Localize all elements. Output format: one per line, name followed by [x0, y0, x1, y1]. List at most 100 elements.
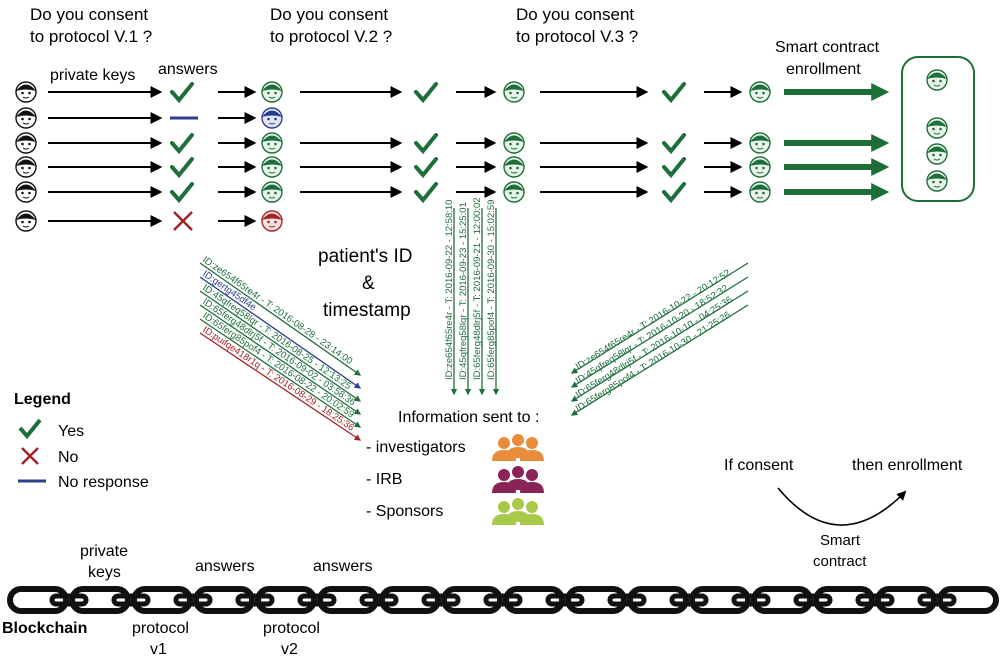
enrolled-patient-icon [926, 170, 948, 192]
chain-link [875, 586, 937, 614]
chain-link [503, 586, 565, 614]
check-icon [170, 157, 194, 179]
recipient-label: - investigators [366, 439, 466, 456]
chain-connector [49, 593, 89, 607]
timestamp-v3-arrow [570, 262, 749, 374]
enrolled-patients [926, 69, 948, 192]
people-group-icon [492, 498, 544, 525]
chain-label-keys: keys [88, 564, 121, 581]
patient-id-label-line3: timestamp [323, 300, 411, 321]
check-icon [170, 182, 194, 204]
patient-response-icon [261, 81, 283, 103]
patient-v3-icon [749, 156, 771, 178]
chain-link [7, 586, 69, 614]
chain-link [937, 586, 999, 614]
chain-connector [607, 593, 647, 607]
timestamp-v2-label: ID:45qfreq58lqr - T: 2016-09-23 - 15:25:… [458, 202, 469, 380]
enrolled-patient-icon [926, 117, 948, 139]
question-v3-line1: Do you consent [516, 5, 634, 24]
check-icon [662, 82, 686, 104]
chain-link [193, 586, 255, 614]
timestamps-v1: ID:ze654f65re4r - T: 2016-08-28 - 23:14:… [199, 254, 362, 441]
chain-link [689, 586, 751, 614]
patient-id-label-line1: patient's ID [318, 246, 412, 267]
private-keys-label: private keys [50, 67, 135, 84]
chain-connector [359, 593, 399, 607]
chain-connector [297, 593, 337, 607]
blockchain-chain [7, 586, 999, 614]
people-group-icon [492, 466, 544, 493]
smart-contract-arrow [777, 487, 907, 526]
question-v2-line1: Do you consent [270, 5, 388, 24]
patient-v2-icon [503, 181, 525, 203]
chain-link [813, 586, 875, 614]
enrollment-box [901, 56, 975, 202]
timestamp-v3-arrow [570, 276, 749, 388]
timestamp-v1-arrow [199, 318, 362, 428]
question-v2-line2: to protocol V.2 ? [270, 27, 392, 46]
timestamp-v1-arrow [199, 262, 362, 376]
chain-link [441, 586, 503, 614]
enrolled-patient-icon [926, 143, 948, 165]
smart-contract-label-line1: Smart contract [775, 39, 880, 56]
chain-label-private: private [80, 543, 128, 560]
patient-icon [15, 181, 37, 203]
patient-v2-icon [503, 156, 525, 178]
check-icon [414, 157, 438, 179]
answers-label: answers [158, 61, 218, 78]
timestamps-v2: ID:ze654f65re4r - T: 2016-09-22 - 12:58:… [444, 197, 500, 396]
patient-v2-icon [503, 132, 525, 154]
question-v1-line2: to protocol V.1 ? [30, 27, 152, 46]
chain-connector [917, 593, 957, 607]
chain-label-protocol-2: protocol [263, 620, 320, 637]
timestamp-v1-label: ID:65ferg85pof4 - T: 2016-08-22 - 20:02:… [200, 310, 356, 420]
chain-connector [855, 593, 895, 607]
patient-v2-icon [503, 81, 525, 103]
people-group-icon [492, 434, 544, 461]
legend-item-yes: Yes [18, 418, 84, 440]
then-enrollment-label: then enrollment [852, 457, 963, 474]
patient-v3-icon [749, 181, 771, 203]
legend-label-yes: Yes [58, 423, 84, 440]
question-v3-line2: to protocol V.3 ? [516, 27, 638, 46]
timestamp-v1-arrow [199, 290, 362, 402]
chain-connector [483, 593, 523, 607]
chain-link [69, 586, 131, 614]
chain-connector [421, 593, 461, 607]
chain-connector [111, 593, 151, 607]
patient-id-label-line2: & [362, 273, 375, 294]
chain-link [751, 586, 813, 614]
check-icon [170, 133, 194, 155]
patient-v3-icon [749, 81, 771, 103]
patient-response-icon [261, 132, 283, 154]
check-icon [662, 157, 686, 179]
smart-contract-name-line2: contract [813, 553, 867, 570]
cross-icon [173, 211, 193, 231]
enrolled-patient-icon [926, 69, 948, 91]
patient-icon [15, 107, 37, 129]
legend-item-no: No [21, 447, 79, 466]
chain-label-protocol-1: protocol [132, 620, 189, 637]
chain-connector [545, 593, 585, 607]
recipients-list: - investigators- IRB- Sponsors [366, 434, 544, 525]
chain-connector [173, 593, 213, 607]
blockchain-title: Blockchain [2, 620, 87, 637]
check-icon [414, 82, 438, 104]
timestamp-v2-label: ID:ze654f65re4r - T: 2016-09-22 - 12:58:… [444, 200, 455, 380]
timestamp-v1-arrow [199, 332, 362, 441]
check-icon [662, 133, 686, 155]
patient-response-icon [261, 181, 283, 203]
check-icon [414, 182, 438, 204]
smart-contract-label-line2: enrollment [786, 61, 861, 78]
chain-label-v2: v2 [281, 641, 298, 658]
check-icon [170, 82, 194, 104]
patient-icon [15, 81, 37, 103]
patient-icon [15, 210, 37, 232]
chain-link [627, 586, 689, 614]
check-icon [414, 133, 438, 155]
timestamp-v3-arrow [570, 304, 749, 416]
timestamp-v2-label: ID:65ferg48dlrj5f - T: 2016-09-21 - 12:0… [472, 197, 483, 380]
patient-icon [15, 132, 37, 154]
check-icon [662, 182, 686, 204]
